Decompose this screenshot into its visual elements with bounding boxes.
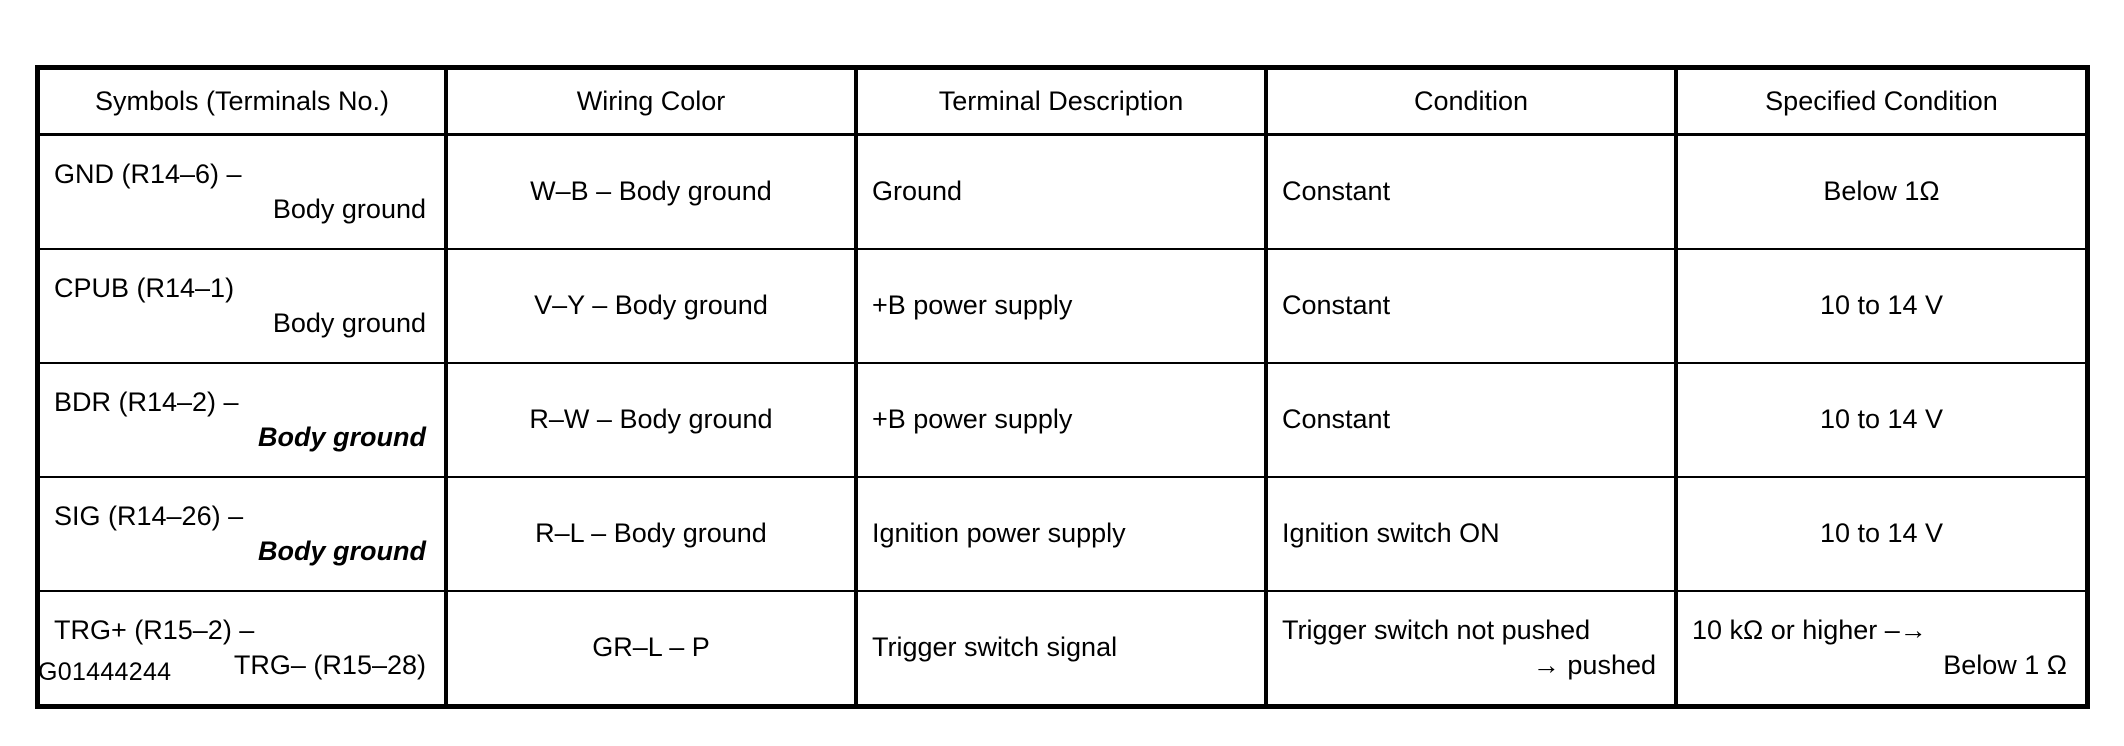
table-header-row: Symbols (Terminals No.) Wiring Color Ter… [38,68,2087,136]
cell-specified-condition: 10 kΩ or higher –→ Below 1 Ω [1674,590,2087,706]
symbol-line-1: CPUB (R14–1) [54,272,235,303]
condition-line-1: Constant [1282,176,1391,207]
cell-wiring-color: GR–L – P [444,590,857,706]
cell-wiring-color: W–B – Body ground [444,133,857,250]
condition-line-2: → pushed [1532,650,1656,680]
symbol-line-1: BDR (R14–2) – [54,386,239,417]
cell-wiring-color: R–W – Body ground [444,362,857,478]
condition-line-1: Constant [1282,404,1391,435]
cell-wiring-color: R–L – Body ground [444,476,857,592]
symbol-line-1: SIG (R14–26) – [54,500,244,531]
specified-line-1: 10 to 14 V [1819,290,1944,321]
condition-line-1: Constant [1282,290,1391,321]
table-row: GND (R14–6) – Body ground W–B – Body gro… [38,133,2087,250]
cell-condition: Constant [1264,248,1677,364]
cell-symbols: CPUB (R14–1) Body ground [38,248,447,364]
cell-terminal-description: Ignition power supply [854,476,1267,592]
cell-specified-condition: Below 1Ω [1674,133,2087,250]
table-row: BDR (R14–2) – Body ground R–W – Body gro… [38,362,2087,478]
cell-specified-condition: 10 to 14 V [1674,476,2087,592]
cell-specified-condition: 10 to 14 V [1674,248,2087,364]
specified-line-1: 10 to 14 V [1819,518,1944,549]
column-header-terminal-description: Terminal Description [854,68,1267,136]
cell-terminal-description: +B power supply [854,248,1267,364]
cell-terminal-description: Ground [854,133,1267,250]
column-header-specified-condition: Specified Condition [1674,68,2087,136]
symbol-line-2: Body ground [258,422,426,452]
symbol-line-2: Body ground [272,308,426,338]
specified-line-1: Below 1Ω [1823,176,1940,207]
column-header-condition: Condition [1264,68,1677,136]
specified-line-1: 10 to 14 V [1819,404,1944,435]
cell-wiring-color: V–Y – Body ground [444,248,857,364]
table-row: TRG+ (R15–2) – TRG– (R15–28) GR–L – P Tr… [38,590,2087,706]
cell-specified-condition: 10 to 14 V [1674,362,2087,478]
symbol-line-2: TRG– (R15–28) [233,650,426,680]
specified-line-2: Below 1 Ω [1943,650,2067,680]
symbol-line-1: GND (R14–6) – [54,158,242,189]
cell-symbols: TRG+ (R15–2) – TRG– (R15–28) [38,590,447,706]
table-row: CPUB (R14–1) Body ground V–Y – Body grou… [38,248,2087,364]
column-header-symbols: Symbols (Terminals No.) [38,68,447,136]
cell-terminal-description: +B power supply [854,362,1267,478]
cell-terminal-description: Trigger switch signal [854,590,1267,706]
condition-line-1: Trigger switch not pushed [1282,614,1591,645]
cell-symbols: BDR (R14–2) – Body ground [38,362,447,478]
condition-line-1: Ignition switch ON [1282,518,1500,549]
column-header-wiring-color: Wiring Color [444,68,857,136]
symbol-line-2: Body ground [272,194,426,224]
cell-condition: Trigger switch not pushed → pushed [1264,590,1677,706]
cell-condition: Constant [1264,362,1677,478]
symbol-line-1: TRG+ (R15–2) – [54,614,255,645]
cell-condition: Constant [1264,133,1677,250]
cell-symbols: GND (R14–6) – Body ground [38,133,447,250]
terminal-inspection-table: Symbols (Terminals No.) Wiring Color Ter… [35,65,2090,709]
figure-caption: G01444244 [38,658,172,686]
symbol-line-2: Body ground [258,536,426,566]
cell-symbols: SIG (R14–26) – Body ground [38,476,447,592]
cell-condition: Ignition switch ON [1264,476,1677,592]
table-row: SIG (R14–26) – Body ground R–L – Body gr… [38,476,2087,592]
specified-line-1: 10 kΩ or higher –→ [1692,614,1927,645]
